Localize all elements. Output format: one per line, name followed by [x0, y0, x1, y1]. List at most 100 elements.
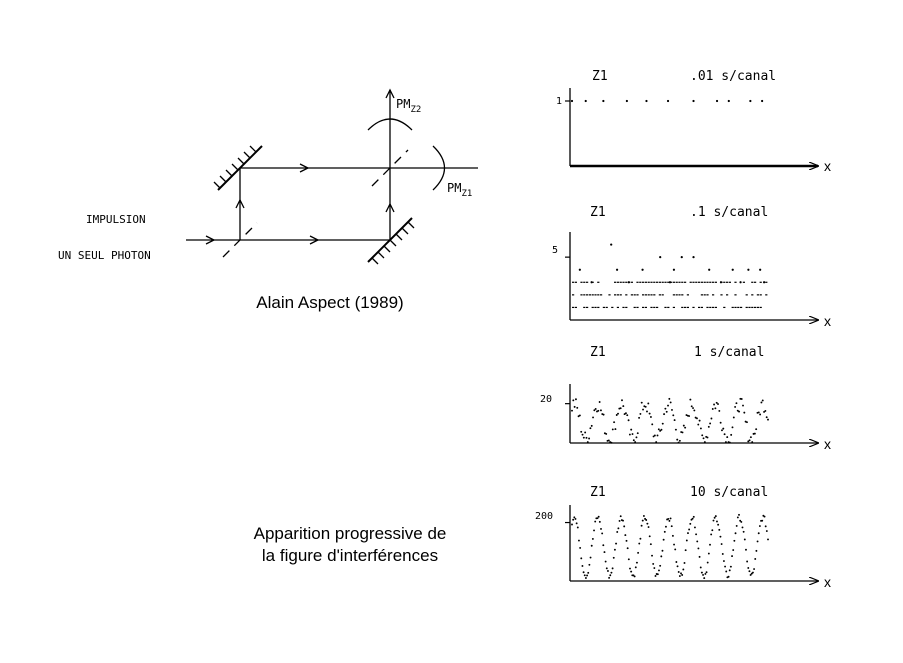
count-point	[710, 417, 713, 420]
input-label-impulsion: IMPULSION	[86, 213, 146, 226]
count-point	[707, 425, 710, 428]
count-point	[605, 432, 608, 435]
count-point	[692, 256, 695, 259]
count-point	[735, 524, 738, 527]
count-point	[615, 268, 619, 271]
count-point	[583, 294, 586, 296]
count-point	[669, 517, 672, 520]
count-point	[636, 432, 639, 435]
count-point	[628, 433, 631, 436]
count-point	[580, 430, 583, 433]
count-point	[651, 554, 653, 557]
count-point	[641, 519, 644, 522]
count-point	[667, 281, 670, 283]
count-point	[616, 306, 619, 309]
count-point	[647, 294, 650, 296]
count-point	[666, 99, 670, 103]
count-point	[749, 436, 752, 439]
count-point	[607, 439, 610, 442]
count-point	[723, 281, 726, 283]
count-point	[650, 306, 653, 309]
count-point	[597, 281, 600, 283]
count-point	[691, 517, 694, 520]
count-point	[709, 422, 712, 425]
count-point	[700, 281, 703, 283]
count-point	[706, 436, 709, 439]
count-point	[682, 424, 685, 427]
panel-1-subtitle: .01 s/canal	[690, 69, 776, 84]
count-point	[754, 281, 757, 283]
count-point	[728, 441, 731, 444]
count-point	[757, 532, 760, 535]
count-point	[759, 306, 762, 309]
count-point	[593, 529, 595, 532]
count-point	[648, 535, 651, 538]
count-point	[630, 570, 633, 573]
count-point	[597, 294, 600, 296]
count-point	[603, 551, 606, 554]
count-point	[637, 551, 640, 554]
count-point	[614, 281, 617, 283]
count-point	[638, 542, 641, 545]
count-point	[604, 560, 607, 563]
count-point	[597, 306, 600, 309]
count-point	[580, 281, 583, 283]
count-point	[578, 268, 581, 271]
summary-caption-line-1: Apparition progressive de	[253, 524, 447, 543]
count-point	[578, 414, 581, 417]
count-point	[754, 306, 757, 309]
count-point	[573, 405, 576, 408]
count-point	[634, 441, 637, 443]
count-point	[698, 306, 701, 309]
count-point	[664, 306, 667, 309]
count-point	[672, 268, 676, 271]
count-point	[689, 281, 692, 283]
count-point	[638, 416, 641, 419]
count-point	[689, 398, 692, 401]
count-point	[726, 436, 729, 439]
count-point	[662, 538, 665, 541]
count-point	[738, 513, 740, 516]
count-point	[728, 281, 731, 283]
count-point	[575, 522, 578, 525]
count-point	[586, 441, 589, 443]
count-point	[688, 415, 691, 417]
count-point	[588, 294, 591, 296]
count-point	[658, 281, 661, 283]
count-point	[764, 525, 767, 528]
count-point	[734, 294, 737, 296]
count-point	[678, 575, 681, 577]
count-point	[673, 543, 676, 546]
count-point	[724, 441, 727, 443]
count-point	[727, 575, 730, 578]
count-point	[726, 294, 729, 296]
count-point	[667, 517, 670, 520]
summary-caption: Apparition progressive de la figure d'in…	[200, 523, 500, 567]
count-point	[631, 433, 634, 435]
count-point	[612, 556, 615, 559]
count-point	[710, 533, 713, 536]
count-point	[759, 413, 762, 416]
count-point	[576, 406, 579, 409]
count-point	[681, 431, 684, 434]
count-point	[644, 405, 647, 408]
count-point	[671, 408, 673, 411]
count-point	[729, 565, 732, 568]
count-point	[762, 281, 766, 284]
count-point	[675, 281, 678, 283]
count-point	[641, 268, 644, 271]
count-point	[702, 573, 705, 576]
count-point	[583, 306, 586, 309]
count-point	[756, 540, 759, 543]
count-point	[598, 401, 601, 403]
count-point	[597, 515, 600, 518]
count-point	[723, 306, 726, 309]
count-point	[583, 281, 586, 283]
mirror-top-left	[213, 145, 263, 191]
count-point	[681, 294, 684, 296]
count-point	[633, 575, 636, 578]
count-point	[601, 532, 604, 535]
count-point	[712, 519, 715, 522]
input-label-photon: UN SEUL PHOTON	[58, 249, 151, 262]
count-point	[732, 549, 735, 551]
